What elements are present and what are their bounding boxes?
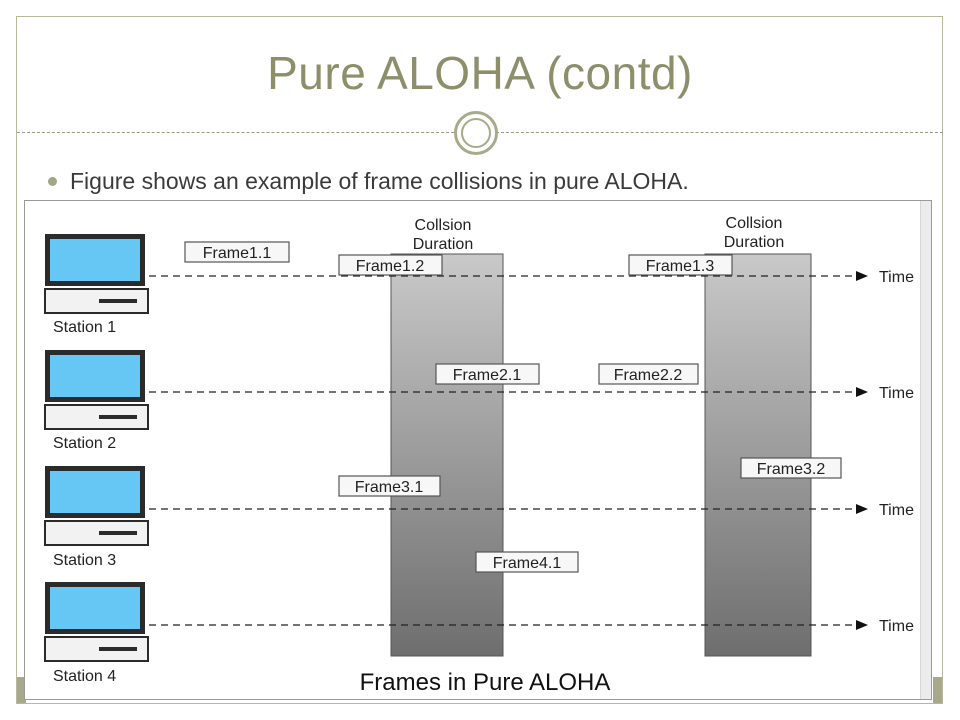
station-2-label: Station 2 — [53, 435, 116, 452]
frame-box: Frame4.1 — [475, 551, 579, 573]
aloha-diagram-svg: Collsion Duration Collsion Duration Time… — [44, 215, 914, 696]
frame-label: Frame1.1 — [203, 245, 272, 262]
diagram-title: Frames in Pure ALOHA — [360, 669, 611, 696]
circle-ornament-icon — [454, 111, 498, 155]
frame-label: Frame2.2 — [614, 367, 683, 384]
frame-box: Frame1.2 — [338, 254, 443, 276]
collision-label-1-line2: Duration — [413, 236, 473, 253]
station-1-computer-icon — [44, 234, 149, 314]
frame-box: Frame1.1 — [184, 241, 290, 263]
frame-label: Frame4.1 — [493, 555, 562, 572]
frame-box: Frame2.1 — [435, 363, 540, 385]
station-1-label: Station 1 — [53, 319, 116, 336]
frame-label: Frame1.2 — [356, 258, 425, 275]
bullet-dot-icon — [48, 177, 57, 186]
aloha-figure: Collsion Duration Collsion Duration Time… — [24, 200, 932, 700]
slide-frame — [16, 16, 943, 704]
collision-label-1-line1: Collsion — [415, 217, 472, 234]
time-label-1: Time — [879, 269, 914, 286]
station-3-label: Station 3 — [53, 552, 116, 569]
frame-label: Frame1.3 — [646, 258, 715, 275]
frame-label: Frame3.1 — [355, 479, 424, 496]
collision-label-2-line2: Duration — [724, 234, 784, 251]
collision-label-2-line1: Collsion — [726, 215, 783, 232]
frame-label: Frame3.2 — [757, 461, 826, 478]
frame-box: Frame1.3 — [628, 254, 733, 276]
accent-bar-right — [933, 677, 942, 703]
frame-box: Frame3.1 — [338, 475, 441, 497]
station-4-computer-icon — [44, 582, 149, 662]
collision-bar-1 — [390, 253, 504, 657]
station-4-label: Station 4 — [53, 668, 116, 685]
frame-box: Frame3.2 — [740, 457, 842, 479]
time-label-4: Time — [879, 618, 914, 635]
time-label-3: Time — [879, 502, 914, 519]
bullet-text: Figure shows an example of frame collisi… — [70, 168, 689, 194]
station-2-computer-icon — [44, 350, 149, 430]
frame-box: Frame2.2 — [598, 363, 699, 385]
figure-scrollbar — [920, 201, 931, 699]
accent-bar-left — [17, 677, 26, 703]
collision-bar-2 — [704, 253, 812, 657]
station-3-computer-icon — [44, 466, 149, 546]
frame-label: Frame2.1 — [453, 367, 522, 384]
time-label-2: Time — [879, 385, 914, 402]
slide-title: Pure ALOHA (contd) — [267, 47, 693, 99]
